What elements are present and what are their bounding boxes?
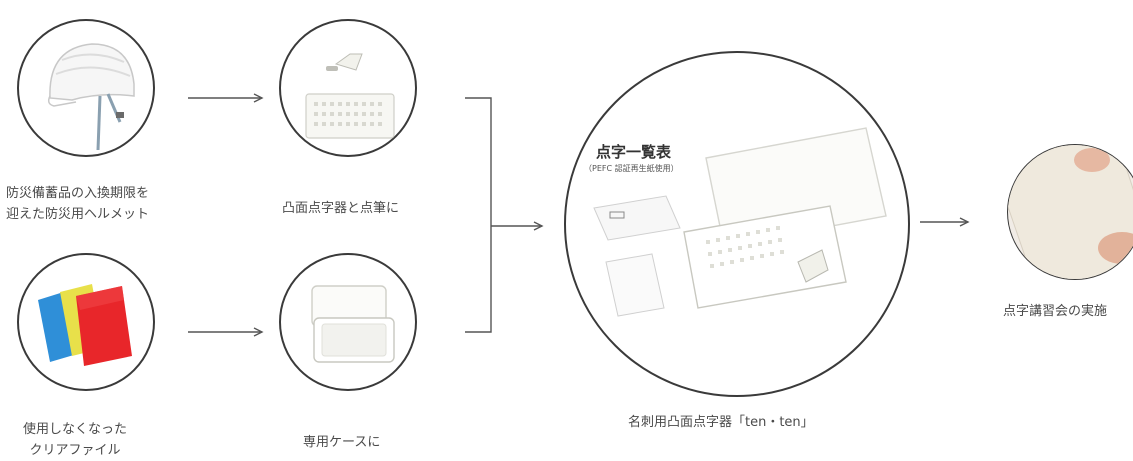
- helmet-caption-line-1: 防災備蓄品の入換期限を: [6, 186, 150, 201]
- product-inset-title: 点字一覧表: [596, 143, 672, 161]
- emboss-tool-caption-line-1: 凸面点字器と点筆に: [282, 201, 400, 216]
- clear-file-caption-line-2: クリアファイル: [29, 443, 121, 458]
- case-caption: 専用ケースに: [303, 432, 380, 453]
- helmet-caption-line-2: 迎えた防災用ヘルメット: [6, 207, 150, 222]
- product-caption-line-1: 名刺用凸面点字器「ten・ten」: [628, 415, 814, 430]
- emboss-tool-image: [305, 53, 395, 139]
- emboss-tool-caption: 凸面点字器と点筆に: [282, 198, 399, 219]
- clear-file-caption: 使用しなくなった クリアファイル: [23, 419, 127, 461]
- product-image: [593, 127, 887, 317]
- helmet-caption: 防災備蓄品の入換期限を 迎えた防災用ヘルメット: [6, 183, 149, 225]
- case-image: [311, 285, 395, 363]
- helmet-image: [47, 43, 135, 151]
- workshop-image: [1008, 145, 1133, 279]
- case-caption-line-1: 専用ケースに: [303, 435, 381, 450]
- arrow-file-to-case: [188, 327, 264, 337]
- clear-file-caption-line-1: 使用しなくなった: [23, 422, 128, 437]
- product-inset-subtitle: （PEFC 認証再生紙使用）: [584, 163, 679, 173]
- workshop-caption: 点字講習会の実施: [1003, 301, 1107, 322]
- arrow-helmet-to-tool: [188, 93, 264, 103]
- arrow-product-to-workshop: [920, 217, 970, 227]
- workshop-caption-line-1: 点字講習会の実施: [1003, 304, 1108, 319]
- clear-file-image: [38, 284, 132, 366]
- merge-bracket: [465, 97, 544, 333]
- product-caption: 名刺用凸面点字器「ten・ten」: [628, 412, 814, 433]
